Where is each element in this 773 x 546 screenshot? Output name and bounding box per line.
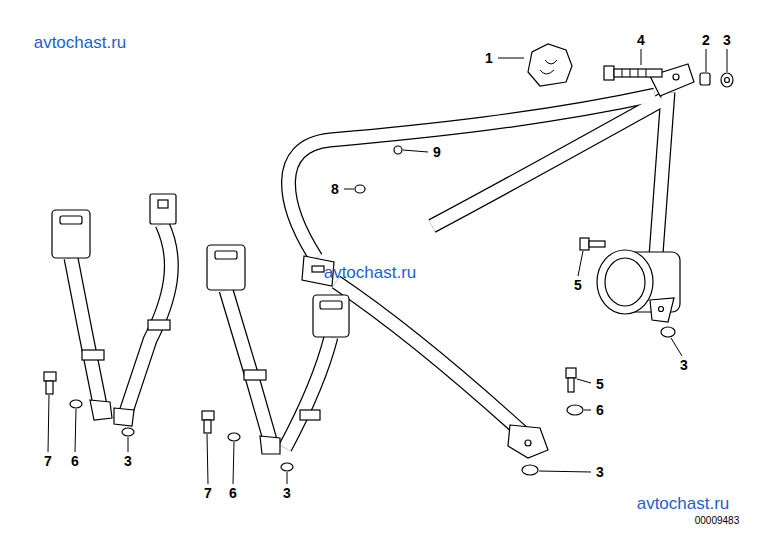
callout-number: 3 xyxy=(124,454,132,468)
callout-number: 1 xyxy=(485,51,493,65)
callout-number: 6 xyxy=(71,454,79,468)
callout-number: 3 xyxy=(723,33,731,47)
callout-number: 7 xyxy=(44,454,52,468)
watermark: avtochast.ru xyxy=(324,264,417,281)
leader-lines xyxy=(48,49,727,484)
callout-number: 3 xyxy=(680,358,688,372)
callout-number: 6 xyxy=(229,486,237,500)
drawing-number: 00009483 xyxy=(695,516,740,526)
callout-number: 6 xyxy=(596,403,604,417)
callout-number: 5 xyxy=(574,278,582,292)
callout-number: 3 xyxy=(596,465,604,479)
callout-number: 4 xyxy=(637,33,645,47)
callout-number: 3 xyxy=(283,486,291,500)
hardware xyxy=(44,44,733,475)
belt-straps xyxy=(71,92,668,448)
callout-number: 8 xyxy=(331,182,339,196)
watermark: avtochast.ru xyxy=(637,495,730,512)
watermark: avtochast.ru xyxy=(34,34,127,51)
callout-number: 9 xyxy=(433,145,441,159)
callout-number: 2 xyxy=(702,33,710,47)
callout-number: 5 xyxy=(596,377,604,391)
callout-number: 7 xyxy=(204,486,212,500)
